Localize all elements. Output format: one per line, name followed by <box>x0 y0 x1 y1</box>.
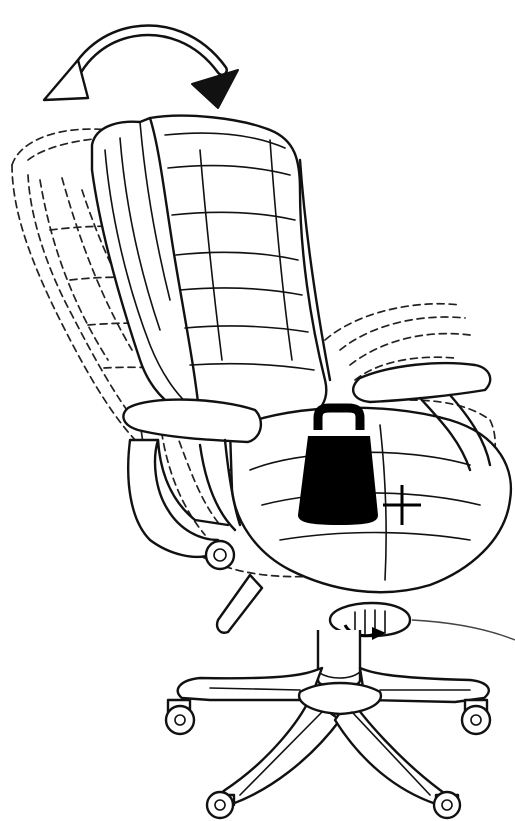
caster-wheel <box>434 792 460 818</box>
pointer-line <box>412 620 515 640</box>
chair-base <box>178 668 489 805</box>
gas-cylinder <box>318 630 360 688</box>
chair-backrest <box>92 116 330 420</box>
caster-wheel <box>207 792 234 818</box>
caster-wheel <box>462 700 490 734</box>
caster-wheel <box>166 700 194 734</box>
curved-double-arrow-icon <box>44 30 238 108</box>
height-lever <box>217 575 262 633</box>
